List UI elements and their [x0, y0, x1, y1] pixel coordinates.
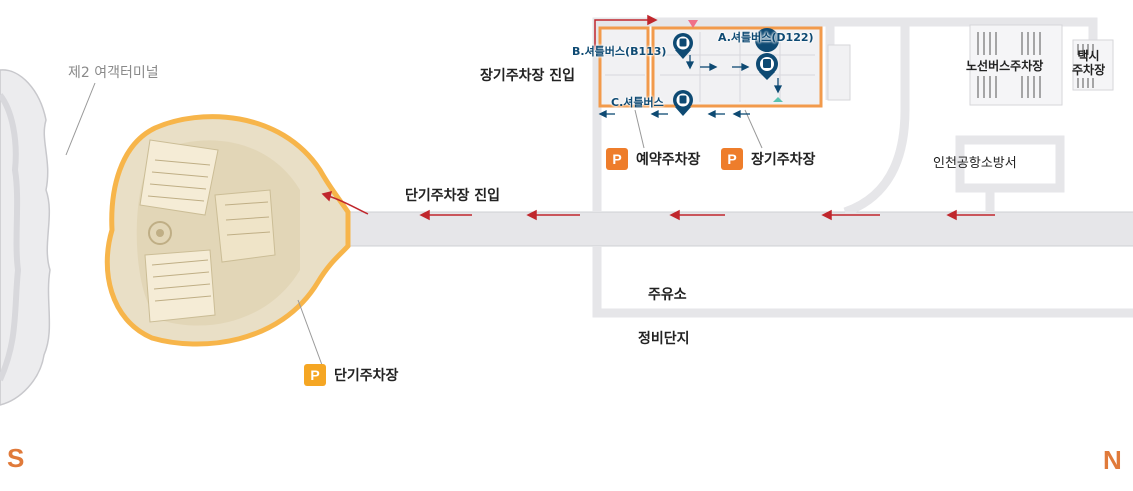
traffic-direction-arrows [321, 190, 995, 221]
lot-entry-marker-icon [688, 20, 698, 28]
legend-short-term-parking[interactable]: P 단기주차장 [304, 364, 398, 386]
legend-label: 단기주차장 [334, 368, 399, 384]
taxi-lot-label-line1: 택시 [1077, 49, 1100, 63]
compass-north: N [1103, 445, 1122, 475]
parking-icon: P [721, 148, 743, 170]
main-road [345, 211, 1133, 247]
compass-south: S [7, 443, 25, 473]
shuttle-stop-a-label: A.셔틀버스(D122) [718, 31, 814, 44]
bus-stop-pin-icon-c [673, 90, 693, 116]
legend-label: 예약주차장 [636, 152, 701, 168]
legend-label: 장기주차장 [751, 152, 816, 168]
short-term-parking-area [104, 114, 351, 366]
parking-icon: P [304, 364, 326, 386]
long-term-entry-label: 장기주차장 진입 [480, 68, 576, 84]
bus-terminal-label: 노선버스주차장 [966, 59, 1044, 73]
taxi-lot-block [1072, 39, 1114, 91]
maintenance-complex-label: 정비단지 [638, 331, 690, 347]
taxi-lot-label-line2: 주차장 [1072, 62, 1106, 77]
bus-terminal-block [969, 24, 1063, 106]
short-term-entry-label: 단기주차장 진입 [405, 188, 501, 204]
shuttle-stop-b-label: B.셔틀버스(B113) [572, 45, 667, 58]
service-roads [592, 17, 1133, 318]
taxi-lot-label: 택시 주차장 [1072, 49, 1106, 78]
shuttle-stop-c-label: C.셔틀버스 [611, 96, 664, 109]
lot-entry-arrows [594, 14, 658, 50]
shuttle-route-arrows [598, 55, 783, 119]
fire-station-label: 인천공항소방서 [933, 156, 1017, 171]
bus-stop-pin-icon-a [755, 28, 780, 80]
legend-reserved-parking[interactable]: P 예약주차장 [606, 148, 700, 170]
parking-icon: P [606, 148, 628, 170]
terminal-label: 제2 여객터미널 [68, 65, 159, 81]
gas-station-label: 주유소 [648, 287, 687, 303]
lot-exit-marker-icon [773, 97, 783, 102]
bus-stop-pin-icon-b [673, 33, 693, 59]
legend-long-term-parking[interactable]: P 장기주차장 [721, 148, 815, 170]
